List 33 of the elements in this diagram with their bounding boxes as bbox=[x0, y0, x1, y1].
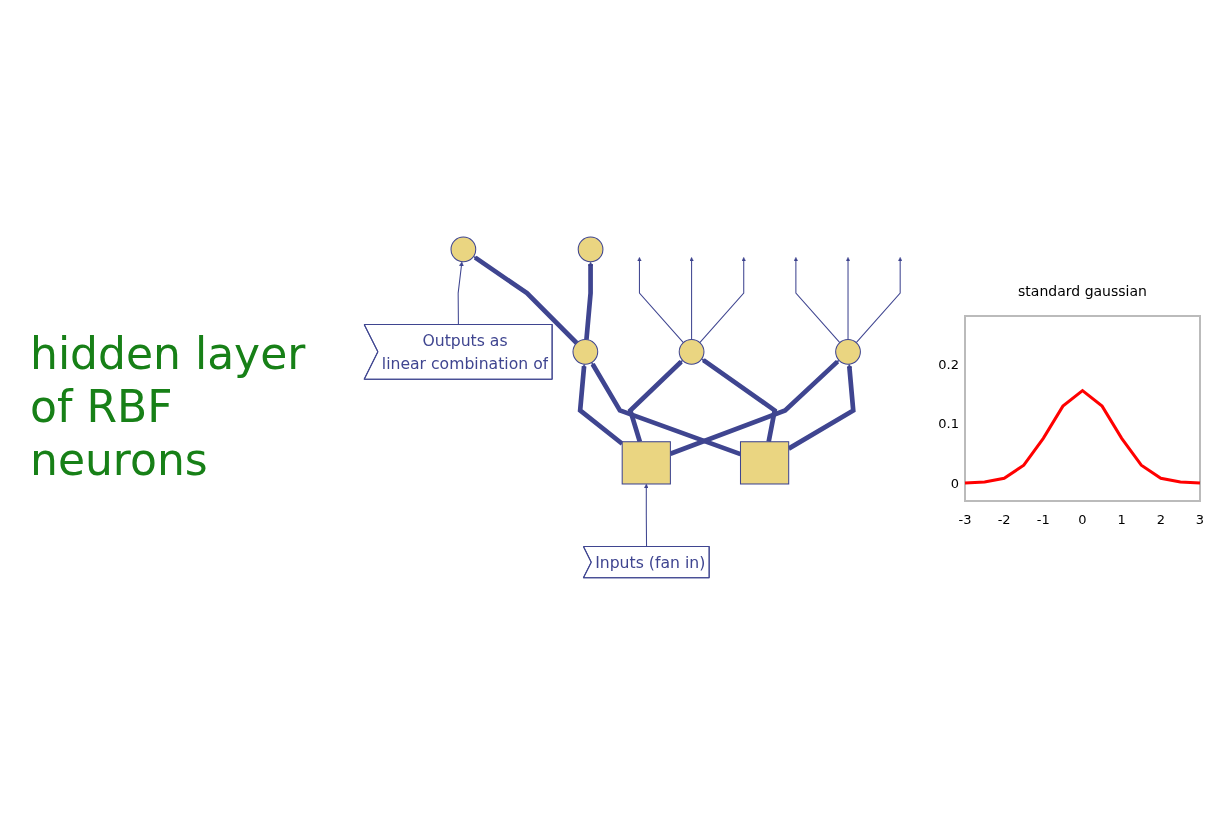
neuron-circle bbox=[577, 237, 604, 263]
y-tick-label: 0.1 bbox=[938, 415, 959, 431]
neuron-circle bbox=[572, 339, 599, 366]
arrow bbox=[584, 262, 593, 341]
arrow bbox=[473, 256, 579, 346]
arrow bbox=[855, 257, 903, 344]
arrow bbox=[577, 364, 624, 447]
callout-arrow: Outputs as linear combination of bbox=[363, 324, 553, 381]
input-square bbox=[621, 441, 671, 485]
arrow bbox=[793, 257, 841, 344]
arrow bbox=[689, 257, 694, 341]
x-tick-label: 3 bbox=[1195, 511, 1205, 527]
arrow bbox=[845, 257, 851, 341]
arrow bbox=[644, 484, 649, 548]
input-square bbox=[739, 441, 790, 485]
arrow bbox=[627, 360, 683, 443]
x-tick-label: 1 bbox=[1117, 511, 1126, 527]
arrow bbox=[637, 257, 684, 344]
y-tick-label: 0 bbox=[950, 475, 959, 491]
arrow bbox=[699, 257, 747, 344]
layer-caption: hidden layer of RBF neurons bbox=[30, 328, 307, 487]
chart-title: standard gaussian bbox=[1018, 282, 1147, 299]
x-tick-label: 2 bbox=[1156, 511, 1165, 527]
y-tick-label: 0.2 bbox=[938, 356, 959, 372]
x-tick-label: -1 bbox=[1036, 511, 1050, 527]
callout-arrow: Inputs (fan in) bbox=[582, 546, 710, 579]
neuron-circle bbox=[678, 339, 705, 366]
x-tick-label: 0 bbox=[1078, 511, 1087, 527]
x-tick-label: -2 bbox=[997, 511, 1011, 527]
x-tick-label: -3 bbox=[958, 511, 972, 527]
neuron-circle bbox=[835, 339, 861, 366]
arrow bbox=[701, 358, 778, 443]
neuron-circle bbox=[450, 237, 477, 263]
